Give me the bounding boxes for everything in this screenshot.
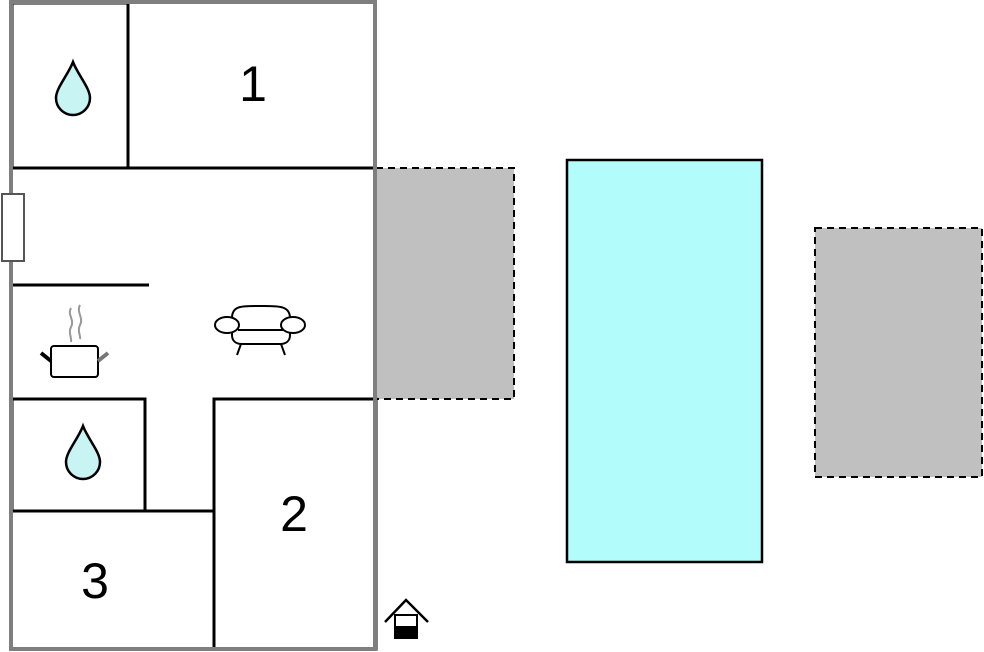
- room-label-1: 1: [239, 56, 267, 112]
- terrace-left: [375, 167, 515, 400]
- water-drop-icon: [54, 58, 92, 117]
- water-drop-icon: [64, 422, 102, 481]
- outer-wall: [9, 0, 377, 651]
- room-label-2: 2: [280, 486, 308, 542]
- entrance-house-icon: [384, 598, 429, 639]
- cooking-pot-icon: [39, 304, 110, 378]
- room-label-3: 3: [81, 553, 109, 609]
- swimming-pool: [565, 158, 764, 564]
- window: [1, 193, 25, 262]
- terrace-right: [814, 227, 983, 478]
- sofa-icon: [214, 304, 306, 356]
